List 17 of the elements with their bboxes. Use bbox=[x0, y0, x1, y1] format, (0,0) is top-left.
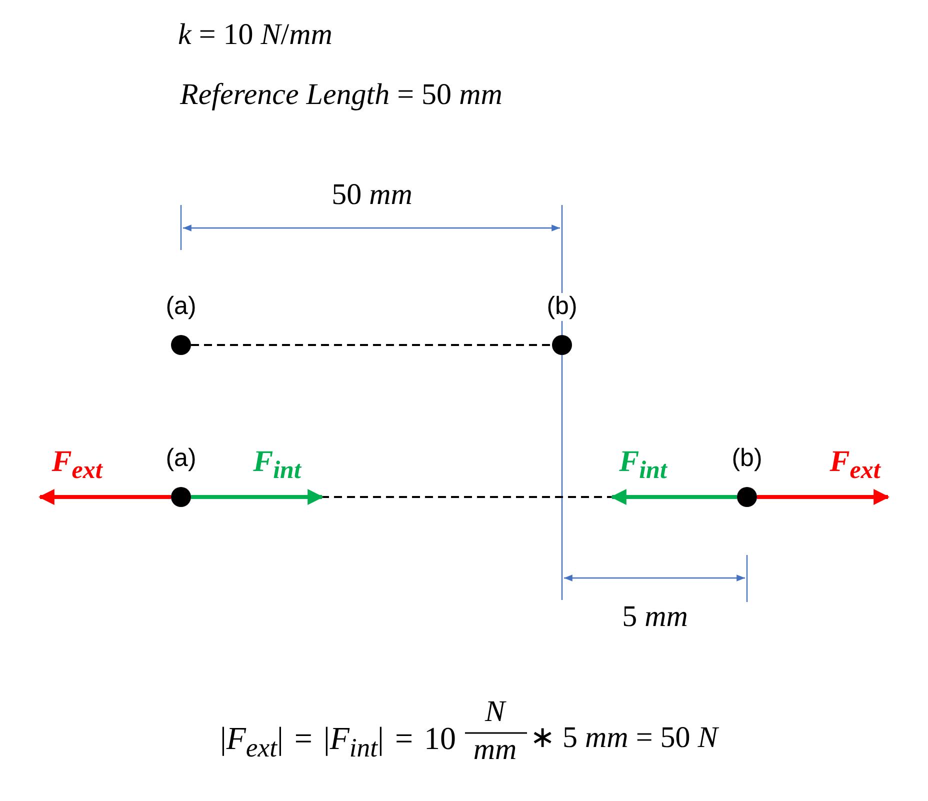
force-label: F$_{ext}$ bbox=[52, 445, 102, 484]
dashed-line bbox=[191, 344, 552, 346]
point-dot bbox=[552, 335, 572, 355]
force-label: F$_{ext}$ bbox=[830, 445, 880, 484]
dimension-label: 5 mm bbox=[622, 600, 688, 633]
point-dot bbox=[171, 487, 191, 507]
force-label: F$_{int}$ bbox=[619, 445, 667, 484]
formula-text: |F$_{ext}$| = |F$_{int}$| = 10 bbox=[218, 721, 457, 763]
formula-text: ∗ 5 mm = 50 N bbox=[530, 721, 718, 754]
point-dot bbox=[737, 487, 757, 507]
formula-text: Reference Length = 50 mm bbox=[180, 78, 502, 111]
formula-text: k = 10 N/mm bbox=[178, 18, 332, 51]
fraction-numerator: N bbox=[485, 695, 505, 728]
force-label: F$_{int}$ bbox=[253, 445, 301, 484]
dimension-label: 50 mm bbox=[332, 178, 412, 211]
fraction-denominator: mm bbox=[473, 733, 517, 766]
point-dot bbox=[171, 335, 191, 355]
